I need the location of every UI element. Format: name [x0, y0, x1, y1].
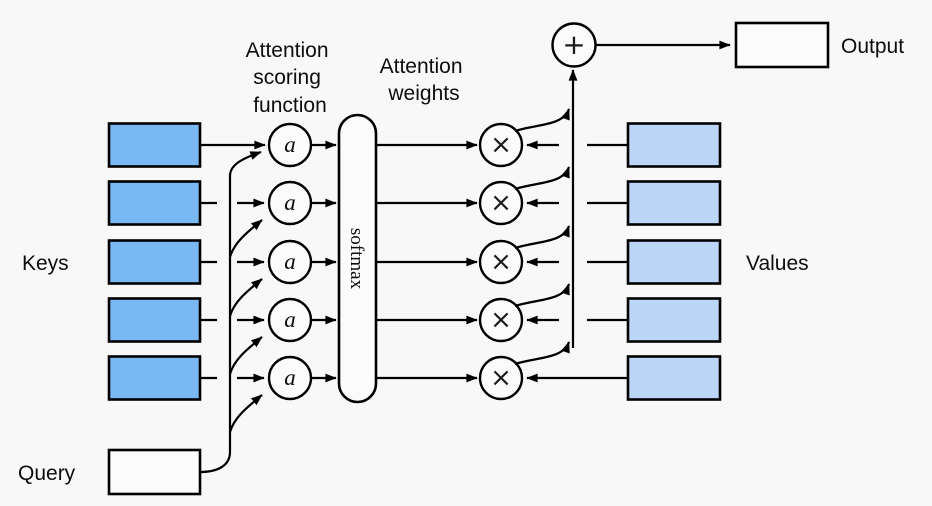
scoring-node: a: [267, 180, 313, 226]
value-box: [626, 239, 722, 285]
scoring-node-symbol: a: [284, 190, 296, 215]
key-box: [107, 355, 202, 401]
softmax-node: softmax: [337, 113, 378, 404]
multiply-node: ×: [478, 239, 524, 285]
label-query: Query: [18, 462, 76, 485]
scoring-label-line: scoring: [253, 66, 321, 89]
scoring-node-symbol: a: [284, 132, 296, 157]
label-output: Output: [841, 35, 904, 58]
label-attention-scoring-function: Attention scoring function: [246, 39, 335, 117]
scoring-node: a: [267, 239, 313, 285]
value-column: [626, 122, 722, 401]
multiply-to-sum-curve: [514, 341, 571, 366]
multiply-nodes: × × × × ×: [478, 122, 524, 401]
multiply-node-symbol: ×: [490, 130, 512, 160]
multiply-node: ×: [478, 297, 524, 343]
query-branch-arrow: [228, 219, 263, 258]
scorer-to-softmax: [311, 140, 337, 383]
query-branch-arrow: [228, 336, 263, 375]
sum-connectors: [514, 69, 578, 366]
value-box: [626, 122, 722, 168]
query-connectors: [199, 150, 263, 474]
query-branch-arrow: [228, 394, 263, 433]
key-box: [107, 180, 202, 226]
sum-node: +: [551, 22, 597, 68]
multiply-node-circle: [478, 180, 524, 226]
value-connectors: [526, 140, 628, 383]
weights-label-line: Attention: [380, 55, 463, 78]
sum-node-symbol: +: [562, 28, 585, 61]
key-column: [107, 122, 202, 401]
key-connectors: [199, 140, 266, 383]
multiply-to-sum-curve: [514, 108, 571, 133]
scoring-node: a: [267, 122, 313, 168]
value-box: [626, 297, 722, 343]
multiply-node-circle: [478, 297, 524, 343]
scoring-node: a: [267, 297, 313, 343]
query-box: [107, 448, 202, 496]
softmax-capsule: [337, 113, 378, 404]
scoring-label-line: Attention: [246, 39, 329, 62]
label-attention-weights: Attention weights: [380, 55, 469, 105]
softmax-to-multiply: [376, 140, 478, 383]
multiply-node-symbol: ×: [490, 247, 512, 277]
multiply-node-circle: [478, 355, 524, 401]
sum-node-circle: [551, 22, 597, 68]
value-box: [626, 180, 722, 226]
scoring-node: a: [267, 355, 313, 401]
label-keys: Keys: [22, 252, 69, 275]
multiply-to-sum-curve: [514, 166, 571, 191]
multiply-node-circle: [478, 122, 524, 168]
key-box: [107, 297, 202, 343]
scoring-label-line: function: [253, 94, 327, 117]
key-box: [107, 239, 202, 285]
multiply-node-symbol: ×: [490, 363, 512, 393]
multiply-node: ×: [478, 122, 524, 168]
multiply-to-sum-curve: [514, 283, 571, 308]
scoring-node-symbol: a: [284, 307, 296, 332]
multiply-node-circle: [478, 239, 524, 285]
scoring-node-symbol: a: [284, 249, 296, 274]
scoring-nodes: a a a a a: [267, 122, 313, 401]
scoring-node-symbol: a: [284, 365, 296, 390]
output-box: [734, 21, 830, 69]
key-box: [107, 122, 202, 168]
multiply-node-symbol: ×: [490, 188, 512, 218]
value-box: [626, 355, 722, 401]
multiply-node: ×: [478, 355, 524, 401]
query-branch-arrow: [228, 278, 263, 317]
weights-label-line: weights: [387, 82, 459, 105]
multiply-node: ×: [478, 180, 524, 226]
softmax-label: softmax: [346, 228, 367, 290]
multiply-node-symbol: ×: [490, 305, 512, 335]
label-values: Values: [746, 252, 809, 275]
multiply-to-sum-curve: [514, 225, 571, 250]
